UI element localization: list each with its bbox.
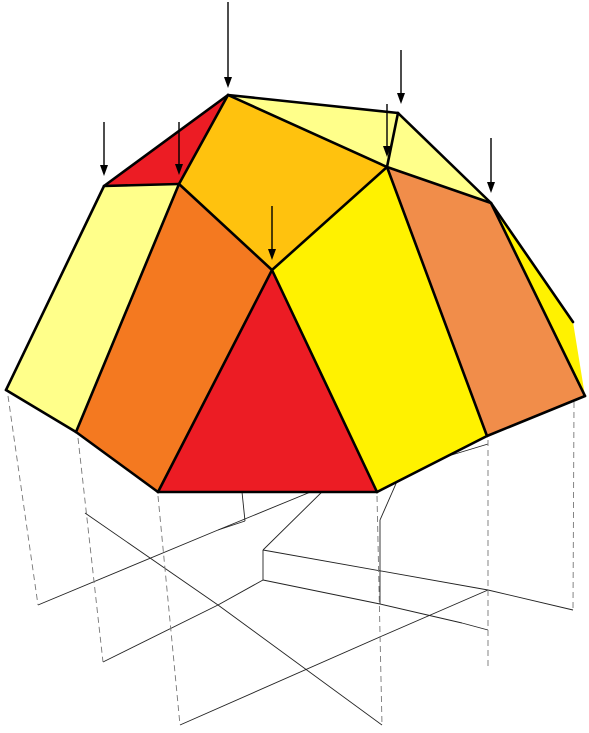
arrow-head: [224, 77, 232, 88]
grid-line: [218, 605, 382, 725]
grid-line: [462, 623, 488, 630]
grid-line: [263, 484, 330, 550]
grid-line: [218, 521, 245, 530]
grid-line: [488, 590, 573, 610]
grid-line: [180, 636, 382, 725]
arrow-head: [100, 165, 108, 176]
arrow-6: [397, 50, 405, 104]
projection-line: [158, 496, 180, 725]
arrow-1: [100, 122, 108, 176]
arrow-head: [397, 93, 405, 104]
grid-line: [242, 492, 245, 521]
grid-line: [103, 605, 218, 662]
grid-line: [85, 513, 218, 605]
projection-line: [377, 496, 382, 725]
grid-line: [38, 530, 218, 605]
grid-line: [263, 580, 380, 604]
grid-line: [382, 590, 488, 636]
projection-line: [573, 402, 574, 610]
grid-line: [218, 580, 263, 605]
projection-line: [78, 438, 103, 662]
arrow-7: [487, 138, 495, 193]
arrow-head: [487, 182, 495, 193]
arrow-3: [224, 2, 232, 88]
grid-line: [263, 550, 488, 590]
projection-line: [8, 396, 38, 605]
